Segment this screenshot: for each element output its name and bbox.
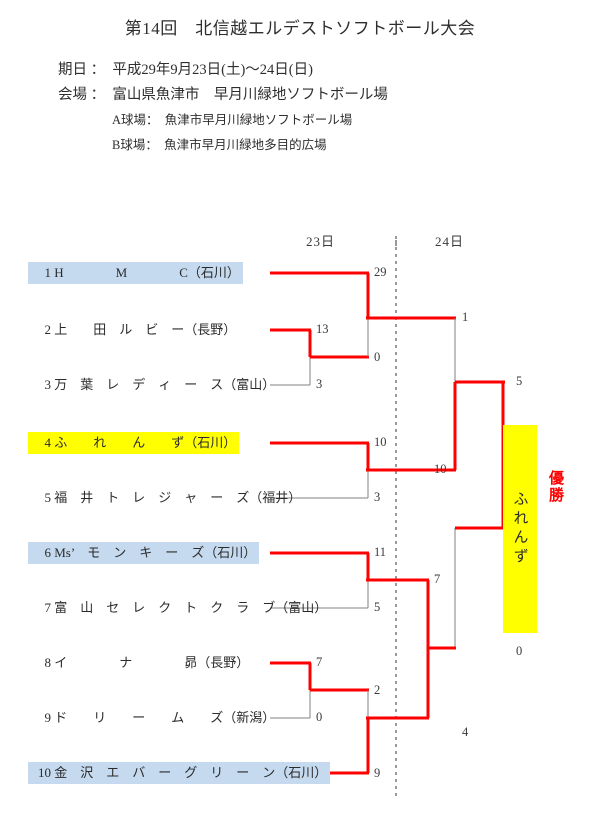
team-row-3[interactable]: 3 万 葉 レ デ ィ ー ス（富山） [28, 374, 278, 396]
team-pref-2: （長野） [184, 322, 237, 337]
team-name-2: 上 田 ル ビ ー [54, 322, 185, 337]
team-row-4[interactable]: 4 ふ れ ん ず（石川） [28, 432, 240, 454]
day-header-23: 23日 [306, 234, 336, 249]
team-seed-1: 1 [44, 265, 52, 280]
team-highlight-1: 1 H M C（石川） [28, 262, 243, 284]
team-highlight-6: 6 Ms’ モ ン キ ー ズ（石川） [28, 542, 260, 564]
score-r1-team8: 7 [316, 655, 323, 669]
team-highlight-2: 2 上 田 ル ビ ー（長野） [28, 319, 239, 341]
team-seed-9: 9 [44, 710, 52, 725]
team-pref-9: （新潟） [223, 710, 276, 725]
score-r1-team10: 9 [374, 766, 381, 780]
field-a-line: A球場： 魚津市早月川緑地ソフトボール場 [112, 113, 353, 127]
score-r1-team7: 5 [374, 600, 381, 614]
team-pref-7: （富山） [275, 600, 328, 615]
team-seed-7: 7 [44, 600, 52, 615]
score-r2-upper-mid: 10 [434, 462, 447, 476]
score-r1-team2: 13 [316, 322, 329, 336]
team-seed-8: 8 [44, 655, 52, 670]
event-venue-line: 会場 ： 富山県魚津市 早月川緑地ソフトボール場 [58, 87, 388, 103]
champion-team-name: ふれんず [511, 491, 528, 567]
score-r1-team6: 11 [374, 545, 387, 559]
team-name-7: 富 山 セ レ ク ト ク ラ ブ [54, 600, 276, 615]
team-name-9: ド リ ー ム ズ [54, 710, 224, 725]
score-sf-upper: 5 [516, 374, 523, 388]
team-highlight-9: 9 ド リ ー ム ズ（新潟） [28, 707, 278, 729]
score-final-lower: 0 [516, 644, 523, 658]
team-highlight-4: 4 ふ れ ん ず（石川） [28, 432, 240, 454]
team-pref-6: （石川） [204, 545, 257, 560]
team-highlight-5: 5 福 井 ト レ ジ ャ ー ズ（福井） [28, 487, 304, 509]
team-highlight-8: 8 イ ナ 昴（長野） [28, 652, 252, 674]
team-row-9[interactable]: 9 ド リ ー ム ズ（新潟） [28, 707, 278, 729]
team-name-3: 万 葉 レ デ ィ ー ス [54, 377, 224, 392]
team-seed-3: 3 [44, 377, 52, 392]
team-pref-4: （石川） [184, 435, 237, 450]
team-name-1: H M C [54, 265, 188, 280]
team-name-4: ふ れ ん ず [54, 435, 185, 450]
team-pref-5: （福井） [249, 490, 302, 505]
team-highlight-7: 7 富 山 セ レ ク ト ク ラ ブ（富山） [28, 597, 330, 619]
score-r2-top: 1 [462, 310, 469, 324]
team-row-10[interactable]: 10 金 沢 エ バ ー グ リ ー ン（石川） [28, 762, 331, 784]
team-seed-5: 5 [44, 490, 52, 505]
score-r1-team5: 3 [374, 490, 381, 504]
page-title: 第14回 北信越エルデストソフトボール大会 [124, 19, 476, 38]
event-info: 期日 ： 平成29年9月23日(土)～24日(日) 会場 ： 富山県魚津市 早月… [0, 58, 600, 158]
team-row-1[interactable]: 1 H M C（石川） [28, 262, 243, 284]
score-r1-team89-result: 2 [374, 683, 381, 697]
score-r1-team3: 3 [316, 377, 323, 391]
score-r1-team1: 29 [374, 265, 387, 279]
team-name-5: 福 井 ト レ ジ ャ ー ズ [54, 490, 250, 505]
team-row-6[interactable]: 6 Ms’ モ ン キ ー ズ（石川） [28, 542, 260, 564]
team-name-6: Ms’ モ ン キ ー ズ [54, 545, 205, 560]
score-r1-team9: 0 [316, 710, 323, 724]
team-highlight-3: 3 万 葉 レ デ ィ ー ス（富山） [28, 374, 278, 396]
team-pref-1: （石川） [187, 265, 240, 280]
day-header-24: 24日 [435, 234, 465, 249]
team-row-5[interactable]: 5 福 井 ト レ ジ ャ ー ズ（福井） [28, 487, 304, 509]
team-pref-10: （石川） [275, 765, 328, 780]
score-r2-lower-mid: 7 [434, 572, 441, 586]
team-name-8: イ ナ 昴 [54, 655, 198, 670]
team-seed-2: 2 [44, 322, 52, 337]
score-r2-bottom: 4 [462, 725, 469, 739]
team-highlight-10: 10 金 沢 エ バ ー グ リ ー ン（石川） [28, 762, 331, 784]
team-seed-10: 10 [38, 765, 51, 780]
champion-label: 優勝 [547, 470, 563, 504]
team-seed-6: 6 [44, 545, 52, 560]
team-row-7[interactable]: 7 富 山 セ レ ク ト ク ラ ブ（富山） [28, 597, 330, 619]
team-pref-3: （富山） [223, 377, 276, 392]
event-date-line: 期日 ： 平成29年9月23日(土)～24日(日) [58, 62, 313, 78]
team-seed-4: 4 [44, 435, 52, 450]
score-r1-team4: 10 [374, 435, 387, 449]
team-row-2[interactable]: 2 上 田 ル ビ ー（長野） [28, 319, 239, 341]
champion-box: ふれんず [503, 425, 537, 633]
team-name-10: 金 沢 エ バ ー グ リ ー ン [54, 765, 276, 780]
team-pref-8: （長野） [197, 655, 250, 670]
team-row-8[interactable]: 8 イ ナ 昴（長野） [28, 652, 252, 674]
field-b-line: B球場： 魚津市早月川緑地多目的広場 [112, 138, 327, 152]
score-r1-team23-result: 0 [374, 350, 381, 364]
